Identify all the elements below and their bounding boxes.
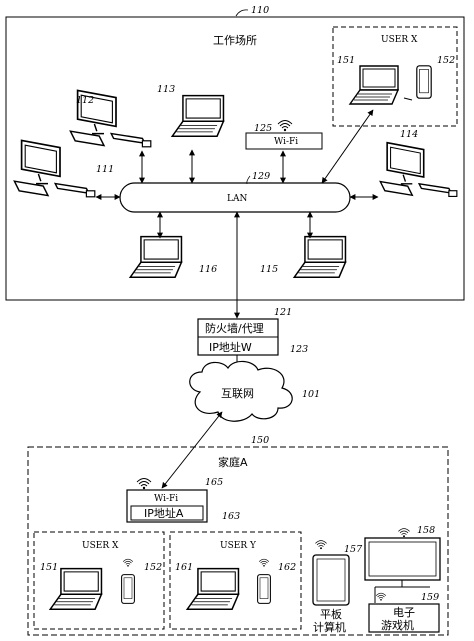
tablet-screen [316,558,346,602]
user-x-work-phone-ref: 152 [437,55,455,66]
user-x-work-label: USER X [381,35,418,45]
wifi-home-ip-ref: 163 [222,511,240,522]
workplace-connectors [95,109,379,319]
user-x-work-box [332,26,458,127]
device-113-ref: 113 [157,84,175,95]
device-111-ref: 111 [96,164,114,175]
wifi-signal-icon [277,120,293,132]
laptop-icon [171,94,225,138]
user-x-home-phone-ref: 152 [144,562,162,573]
console-icon [368,603,440,633]
wifi-signal-icon [122,558,134,568]
device-115-ref: 115 [260,264,278,275]
home-border [27,446,449,636]
cable [403,97,413,101]
firewall-ref: 121 [274,307,292,318]
wifi-home-ip-label: IP地址A [144,506,184,520]
laptop-icon [349,65,399,105]
phone-icon [120,573,136,605]
lan-ref-leader [246,175,251,185]
user-x-home-box [33,531,165,630]
device-112-ref: 112 [76,95,94,106]
phone-icon [256,573,272,605]
user-y-home-box [169,531,302,630]
tablet-label-1: 平板 [320,607,342,621]
user-x-home-label: USER X [82,541,119,551]
phone-icon [416,65,432,99]
wifi-home-ip-box [130,505,204,521]
desktop-icon [379,141,458,198]
lan-label: LAN [227,194,247,204]
wifi-signal-icon [397,528,411,538]
laptop-icon [49,567,103,611]
home-label: 家庭A [218,455,248,469]
firewall-ip-ref: 123 [290,344,308,355]
lan-ref: 129 [252,171,270,182]
internet-cloud [189,360,293,422]
laptop-icon [293,235,347,279]
firewall-ip-label: IP地址W [209,340,252,354]
user-y-home-label: USER Y [220,541,257,551]
tablet-label-2: 计算机 [313,620,346,634]
internet-ref: 101 [302,389,320,400]
console-label-1: 电子 [393,606,415,619]
tv-screen [368,541,437,577]
wifi-signal-icon [314,540,328,550]
firewall-label: 防火墙/代理 [205,321,264,335]
laptop-icon [129,235,183,279]
tv-stand [374,580,430,603]
wifi-signal-icon [258,558,270,568]
internet-label: 互联网 [221,387,254,400]
user-x-home-laptop-ref: 151 [40,562,58,573]
device-116-ref: 116 [199,264,217,275]
internet-to-home-connector [161,411,223,489]
workplace-ref-leader [235,9,249,17]
laptop-icon [186,567,240,611]
user-y-home-phone-ref: 162 [278,562,296,573]
wifi-work-ref: 125 [254,123,272,134]
tv-ref: 158 [417,525,435,536]
workplace-ref: 110 [251,5,269,16]
user-x-work-laptop-ref: 151 [337,55,355,66]
console-ref: 159 [421,592,439,603]
wifi-home-label: Wi-Fi [154,494,178,504]
desktop-icon [13,139,96,198]
wifi-work-label: Wi-Fi [274,137,298,147]
user-y-home-laptop-ref: 161 [175,562,193,573]
home-ref: 150 [251,435,269,446]
device-114-ref: 114 [400,129,418,140]
console-label-2: 游戏机 [381,618,414,632]
wifi-signal-icon [136,478,152,490]
workplace-label: 工作场所 [213,33,257,47]
tablet-ref: 157 [344,544,363,555]
wifi-signal-icon [375,592,387,602]
wifi-home-ref: 165 [205,477,223,488]
